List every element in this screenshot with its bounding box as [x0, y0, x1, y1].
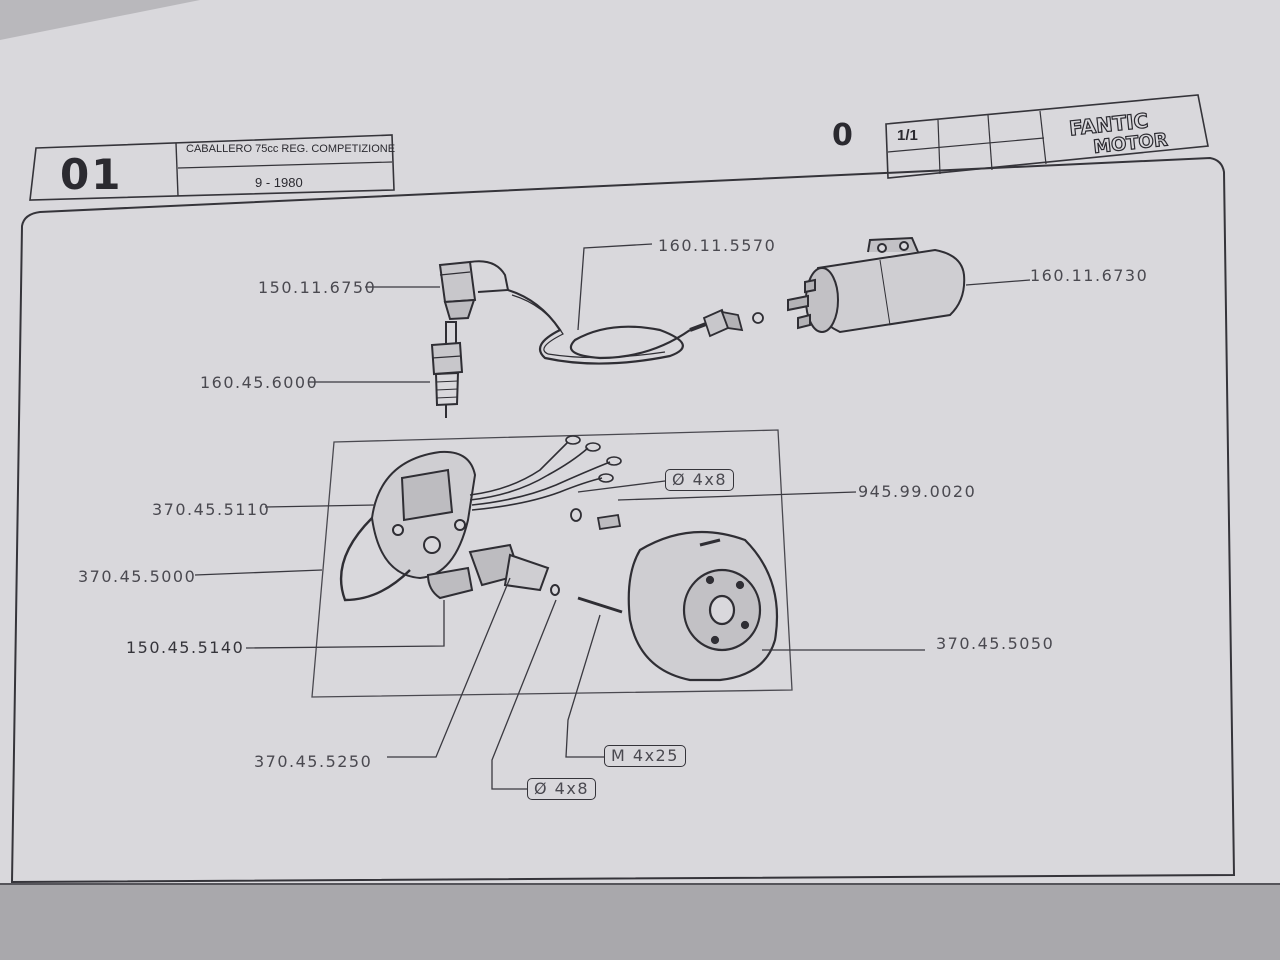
- part-label-ht-lead: 160.11.5570: [658, 236, 777, 255]
- ht-lead-drawing: [507, 288, 707, 365]
- connector-nut-drawing: [702, 308, 764, 338]
- model-name: CABALLERO 75cc REG. COMPETIZIONE: [186, 143, 396, 155]
- part-label-plug-cap: 150.11.6750: [258, 278, 377, 297]
- pickup-drawing: [468, 543, 623, 614]
- hardware-label-washer-top: Ø 4x8: [665, 469, 735, 491]
- part-label-flywheel: 370.45.5050: [936, 634, 1055, 653]
- ignition-coil-drawing: [787, 236, 966, 334]
- model-date: 9 - 1980: [255, 175, 303, 190]
- sheet-number: 01: [60, 150, 123, 199]
- hardware-label-washer-bottom: Ø 4x8: [527, 778, 597, 800]
- part-label-pickup: 150.45.5140: [126, 638, 245, 657]
- part-label-pickup-bracket: 370.45.5250: [254, 752, 373, 771]
- part-label-spark-plug: 160.45.6000: [200, 373, 319, 392]
- part-label-screw-top: 945.99.0020: [858, 482, 977, 501]
- page-count: 1/1: [897, 127, 918, 144]
- stator-wires-drawing: [469, 435, 622, 511]
- brand-logo: FANTIC MOTOR: [1067, 108, 1169, 158]
- drawing-frame: [10, 156, 1236, 884]
- plug-cap-drawing: [438, 260, 510, 321]
- part-label-stator-plate: 370.45.5110: [152, 500, 271, 519]
- part-label-ignition-assembly: 370.45.5000: [78, 567, 197, 586]
- hardware-label-screw-bottom: M 4x25: [604, 745, 686, 767]
- assembly-box: [311, 429, 793, 698]
- flywheel-drawing: [627, 530, 779, 682]
- page-box: [885, 94, 1209, 179]
- small-hardware-drawing: [570, 508, 622, 531]
- paper-bottom-edge: [0, 885, 1280, 960]
- stator-plate-drawing: [339, 450, 477, 602]
- sheet-number-box: [29, 134, 395, 201]
- leader-lines: [194, 243, 1031, 790]
- part-label-ignition-coil: 160.11.6730: [1030, 266, 1149, 285]
- spark-plug-drawing: [430, 321, 464, 418]
- paper-shadow-top: [0, 0, 200, 40]
- revision-letter: 0: [832, 118, 853, 153]
